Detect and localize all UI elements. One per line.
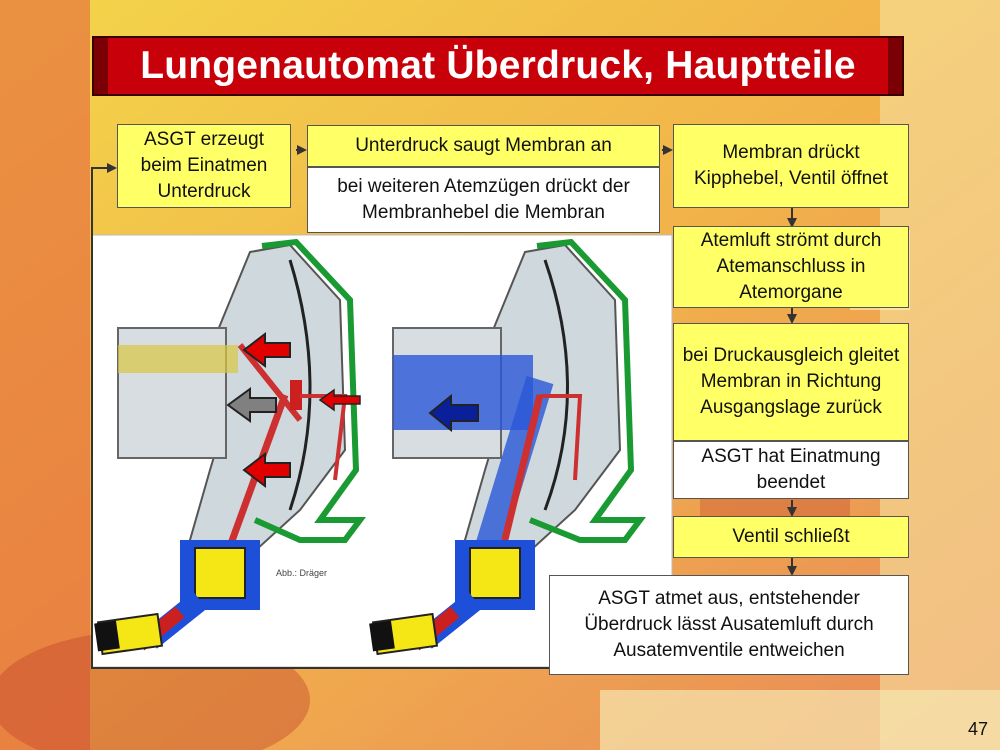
grey-arrow <box>226 387 277 423</box>
step-box-7: ASGT hat Einatmung beendet <box>673 441 909 499</box>
step-box-9: ASGT atmet aus, entstehender Überdruck l… <box>549 575 909 675</box>
step-box-5: Atemluft strömt durch Atemanschluss in A… <box>673 226 909 308</box>
page-number: 47 <box>967 719 988 739</box>
step-box-6: bei Druckausgleich gleitet Membran in Ri… <box>673 323 909 441</box>
valve-drawing-left <box>94 238 366 656</box>
blue-arrow <box>428 393 479 433</box>
red-arrow-upper <box>242 331 291 369</box>
page-title: Lungenautomat Überdruck, Hauptteile <box>140 44 856 87</box>
step-box-8: Ventil schließt <box>673 516 909 558</box>
red-arrow-small <box>318 388 361 412</box>
connector-arrowheads <box>107 145 797 576</box>
image-credit: Abb.: Dräger <box>276 568 328 578</box>
step-box-3: bei weiteren Atemzügen drückt der Membra… <box>307 167 660 233</box>
step-box-2: Unterdruck saugt Membran an <box>307 125 660 167</box>
step-box-4: Membran drückt Kipphebel, Ventil öffnet <box>673 124 909 208</box>
red-arrow-lower <box>242 451 291 489</box>
title-bar: Lungenautomat Überdruck, Hauptteile <box>92 36 904 96</box>
step-box-1: ASGT erzeugt beim Einatmen Unterdruck <box>117 124 291 208</box>
